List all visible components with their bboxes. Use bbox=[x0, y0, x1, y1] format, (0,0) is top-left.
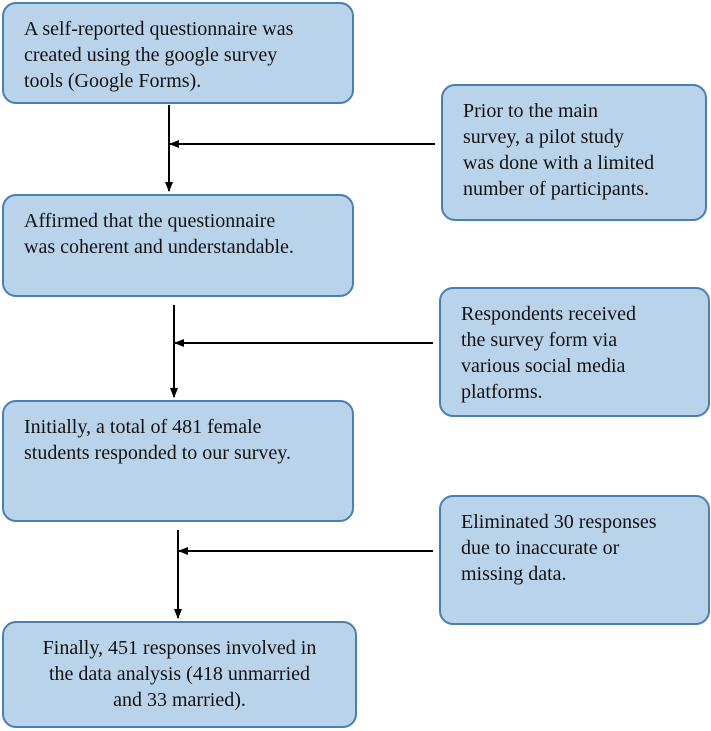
step-initial-box: Initially, a total of 481 female student… bbox=[2, 400, 354, 522]
note-distribution-box: Respondents received the survey form via… bbox=[439, 287, 710, 417]
step-affirmed-box: Affirmed that the questionnaire was cohe… bbox=[2, 194, 354, 297]
step-final-box: Finally, 451 responses involved in the d… bbox=[2, 621, 357, 728]
step-questionnaire-box: A self-reported questionnaire was create… bbox=[2, 2, 354, 104]
note-pilot-box: Prior to the main survey, a pilot study … bbox=[441, 84, 707, 221]
note-eliminated-box: Eliminated 30 responses due to inaccurat… bbox=[439, 495, 710, 625]
